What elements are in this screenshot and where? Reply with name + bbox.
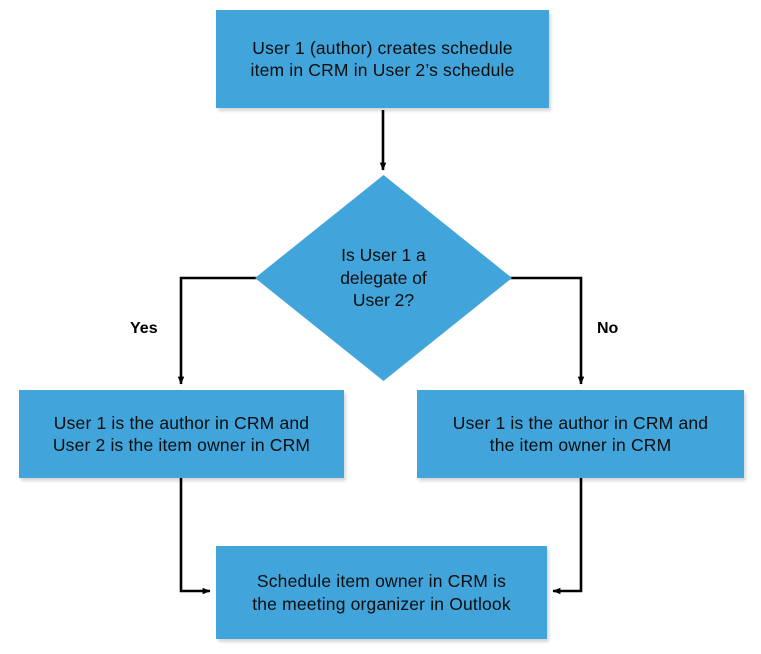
connector-no-to-end — [552, 478, 583, 595]
edge-label-yes: Yes — [130, 320, 158, 337]
connector-yes-to-end — [179, 478, 211, 595]
connector-decision-no — [509, 276, 585, 385]
node-no-outcome-label: User 1 is the author in CRM and the item… — [452, 412, 709, 455]
node-decision[interactable]: Is User 1 a delegate of User 2? — [255, 175, 512, 381]
node-end-label: Schedule item owner in CRM is the meetin… — [252, 571, 511, 614]
node-start-label: User 1 (author) creates schedule item in… — [250, 37, 515, 80]
node-no-outcome[interactable]: User 1 is the author in CRM and the item… — [417, 390, 744, 478]
node-start[interactable]: User 1 (author) creates schedule item in… — [216, 10, 549, 108]
connector-decision-yes — [177, 276, 258, 385]
node-yes-outcome-label: User 1 is the author in CRM and User 2 i… — [52, 412, 311, 455]
edge-label-no: No — [597, 320, 619, 337]
node-end[interactable]: Schedule item owner in CRM is the meetin… — [216, 546, 547, 639]
node-yes-outcome[interactable]: User 1 is the author in CRM and User 2 i… — [19, 390, 344, 478]
diamond-shape — [255, 175, 512, 381]
